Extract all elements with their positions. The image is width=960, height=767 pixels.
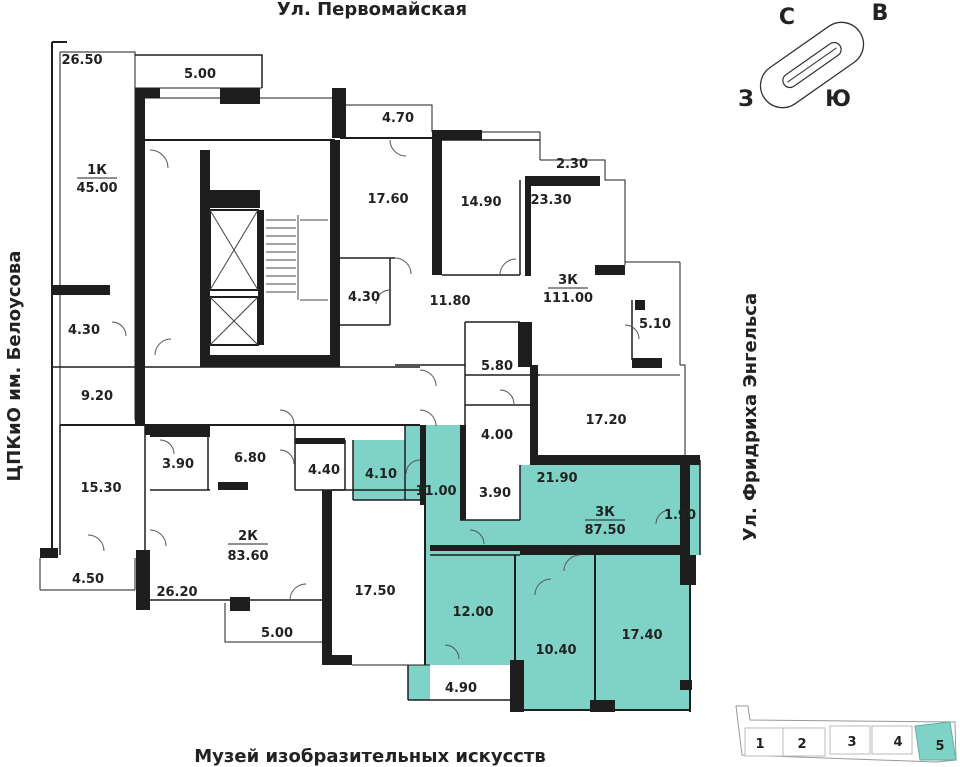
section-label: 5 <box>935 739 944 754</box>
room-area: 4.50 <box>72 572 104 587</box>
room-area: 4.10 <box>365 467 397 482</box>
apartment-label-3k-b[interactable]: 3К 87.50 <box>584 505 625 538</box>
room-area: 4.90 <box>445 681 477 696</box>
section-2-button[interactable]: 2 <box>782 727 826 757</box>
compass-east: В <box>872 1 889 26</box>
room-area: 4.00 <box>481 428 513 443</box>
street-left-label: ЦПКиО им. Белоусова <box>4 251 25 482</box>
room-area: 4.30 <box>68 323 100 338</box>
apartment-label-1k[interactable]: 1К 45.00 <box>76 163 117 196</box>
room-area: 17.20 <box>585 413 626 428</box>
room-area: 4.40 <box>308 463 340 478</box>
section-label: 3 <box>847 735 856 750</box>
room-area: 2.30 <box>556 157 588 172</box>
compass-icon: С В Ю З <box>738 1 889 112</box>
doors <box>87 139 671 660</box>
room-area: 5.10 <box>639 317 671 332</box>
section-label: 2 <box>797 737 806 752</box>
apartment-area: 83.60 <box>227 549 268 564</box>
street-bottom-label: Музей изобразительных искусств <box>194 746 546 767</box>
room-area: 5.80 <box>481 359 513 374</box>
apartment-label-3k-a[interactable]: 3К 111.00 <box>543 273 593 306</box>
room-area: 12.00 <box>452 605 493 620</box>
section-label: 4 <box>893 735 902 750</box>
room-area: 26.50 <box>61 53 102 68</box>
apartment-type: 1К <box>87 163 107 178</box>
room-area: 5.00 <box>261 626 293 641</box>
room-area: 4.70 <box>382 111 414 126</box>
room-area: 3.90 <box>479 486 511 501</box>
room-area: 6.80 <box>234 451 266 466</box>
street-top-label: Ул. Первомайская <box>277 0 467 20</box>
room-area: 11.00 <box>415 484 456 499</box>
room-area: 11.80 <box>429 294 470 309</box>
section-navigator: 1 2 3 4 5 <box>735 705 957 763</box>
room-area: 17.60 <box>367 192 408 207</box>
room-area: 10.40 <box>535 643 576 658</box>
section-4-button[interactable]: 4 <box>871 725 913 755</box>
apartment-area: 111.00 <box>543 291 593 306</box>
selected-apartment-3k[interactable] <box>353 425 700 710</box>
room-area: 15.30 <box>80 481 121 496</box>
walls <box>39 41 701 712</box>
compass-west: З <box>738 87 754 112</box>
section-1-button[interactable]: 1 <box>744 727 784 757</box>
section-3-button[interactable]: 3 <box>829 725 871 755</box>
compass-north: С <box>779 5 795 30</box>
room-area: 23.30 <box>530 193 571 208</box>
compass-south: Ю <box>825 87 851 112</box>
section-label: 1 <box>755 737 764 752</box>
apartment-type: 3К <box>595 505 615 520</box>
room-area: 14.90 <box>460 195 501 210</box>
apartment-area: 45.00 <box>76 181 117 196</box>
section-5-button[interactable]: 5 <box>914 721 957 761</box>
room-labels: 26.50 5.00 4.70 17.60 14.90 2.30 23.30 4… <box>61 53 696 696</box>
room-area: 9.20 <box>81 389 113 404</box>
room-area: 21.90 <box>536 471 577 486</box>
room-area: 4.30 <box>348 290 380 305</box>
room-area: 17.40 <box>621 628 662 643</box>
room-area: 26.20 <box>156 585 197 600</box>
room-area: 5.00 <box>184 67 216 82</box>
apartment-type: 3К <box>558 273 578 288</box>
room-area: 1.90 <box>664 508 696 523</box>
room-area: 17.50 <box>354 584 395 599</box>
room-area: 3.90 <box>162 457 194 472</box>
apartment-type: 2К <box>238 529 258 544</box>
street-right-label: Ул. Фридриха Энгельса <box>740 293 761 541</box>
apartment-area: 87.50 <box>584 523 625 538</box>
apartment-label-2k[interactable]: 2К 83.60 <box>227 529 268 564</box>
